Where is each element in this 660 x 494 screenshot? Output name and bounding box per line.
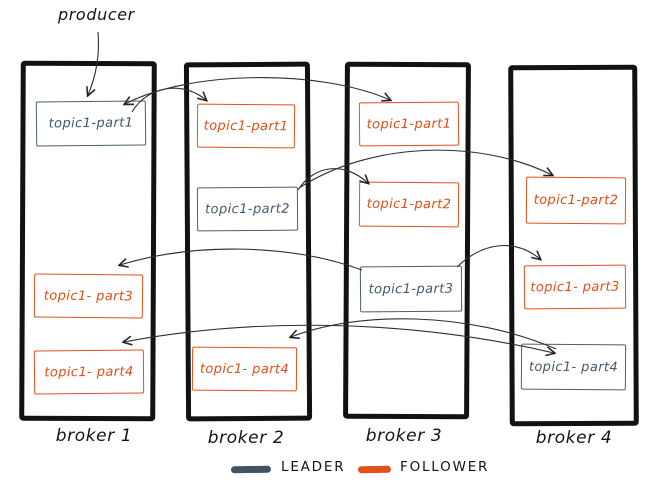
partition-box-broker3-topic1-part2: topic1-part2: [358, 181, 460, 228]
broker-2-label: broker 2: [207, 428, 285, 448]
partition-box-broker2-topic1-part1: topic1-part1: [196, 103, 296, 149]
partition-box-broker4-topic1-part2: topic1-part2: [525, 176, 627, 225]
partition-box-broker3-topic1-part1: topic1-part1: [358, 101, 460, 147]
partition-box-broker2-topic1-part4: topic1- part4: [191, 346, 298, 392]
partition-box-broker3-topic1-part3: topic1-part3: [359, 265, 463, 313]
leader-legend-label: LEADER: [281, 459, 346, 475]
partition-box-broker2-topic1-part2: topic1-part2: [196, 186, 299, 232]
broker-3-label: broker 3: [365, 426, 443, 446]
partition-box-broker1-topic1-part1: topic1-part1: [35, 100, 147, 147]
partition-box-broker1-topic1-part4: topic1- part4: [33, 349, 145, 395]
partition-box-broker1-topic1-part3: topic1- part3: [33, 273, 144, 319]
broker-1-label: broker 1: [55, 426, 133, 446]
producer-label: producer: [58, 5, 135, 24]
partition-box-broker4-topic1-part4: topic1- part4: [520, 343, 627, 391]
follower-color-swatch: [357, 465, 392, 474]
broker-4-label: broker 4: [535, 428, 613, 448]
leader-color-swatch: [230, 465, 272, 474]
follower-legend-label: FOLLOWER: [400, 459, 490, 475]
partition-box-broker4-topic1-part3: topic1- part3: [523, 264, 627, 310]
